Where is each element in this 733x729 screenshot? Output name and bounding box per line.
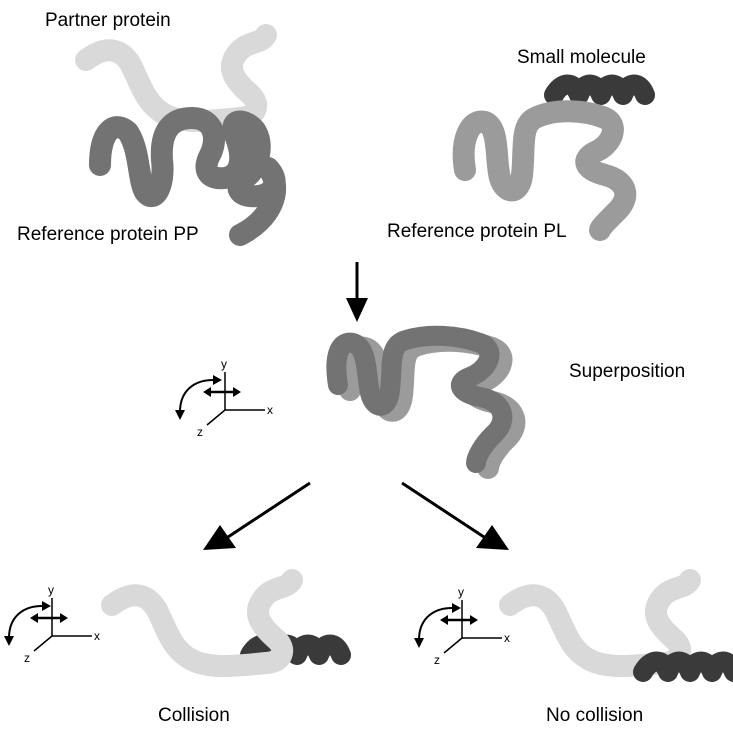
down-arrow-head — [346, 298, 368, 322]
reference-protein-pp-tail — [229, 157, 287, 246]
superposition-label: Superposition — [569, 361, 686, 382]
axis-z-label: z — [197, 425, 203, 439]
reference-protein-pp-label: Reference protein PP — [17, 224, 199, 245]
superposition-pp-chain — [326, 325, 513, 473]
axes-icon-right: y x z — [414, 585, 510, 667]
reference-protein-pp-chain — [89, 107, 286, 208]
small-molecule-label: Small molecule — [517, 47, 646, 68]
left-diagonal-arrow-head — [203, 525, 236, 550]
axis-y-label-right: y — [458, 585, 464, 599]
axis-x-label: x — [267, 403, 273, 417]
partner-protein-chain — [86, 35, 266, 121]
small-molecule-chain — [554, 85, 645, 96]
no-collision-small-molecule — [643, 662, 733, 673]
collision-partner-protein — [112, 580, 292, 666]
right-diagonal-arrow-shaft — [401, 481, 485, 539]
axes-icon-left: y x z — [4, 583, 100, 665]
left-diagonal-arrow-shaft — [227, 481, 311, 539]
no-collision-label: No collision — [546, 705, 644, 726]
axis-x-label-left: x — [94, 629, 100, 643]
axis-z-label-right: z — [434, 653, 440, 667]
collision-label: Collision — [158, 705, 230, 726]
axis-z-label-left: z — [24, 651, 30, 665]
partner-protein-label: Partner protein — [45, 10, 171, 31]
axis-y-label: y — [221, 357, 227, 371]
axes-icon-middle: y x z — [175, 357, 273, 439]
axis-y-label-left: y — [48, 583, 54, 597]
axis-x-label-right: x — [504, 631, 510, 645]
reference-protein-pl-label: Reference protein PL — [387, 221, 567, 242]
right-diagonal-arrow-head — [476, 525, 509, 550]
reference-protein-pl-chain — [452, 100, 637, 241]
